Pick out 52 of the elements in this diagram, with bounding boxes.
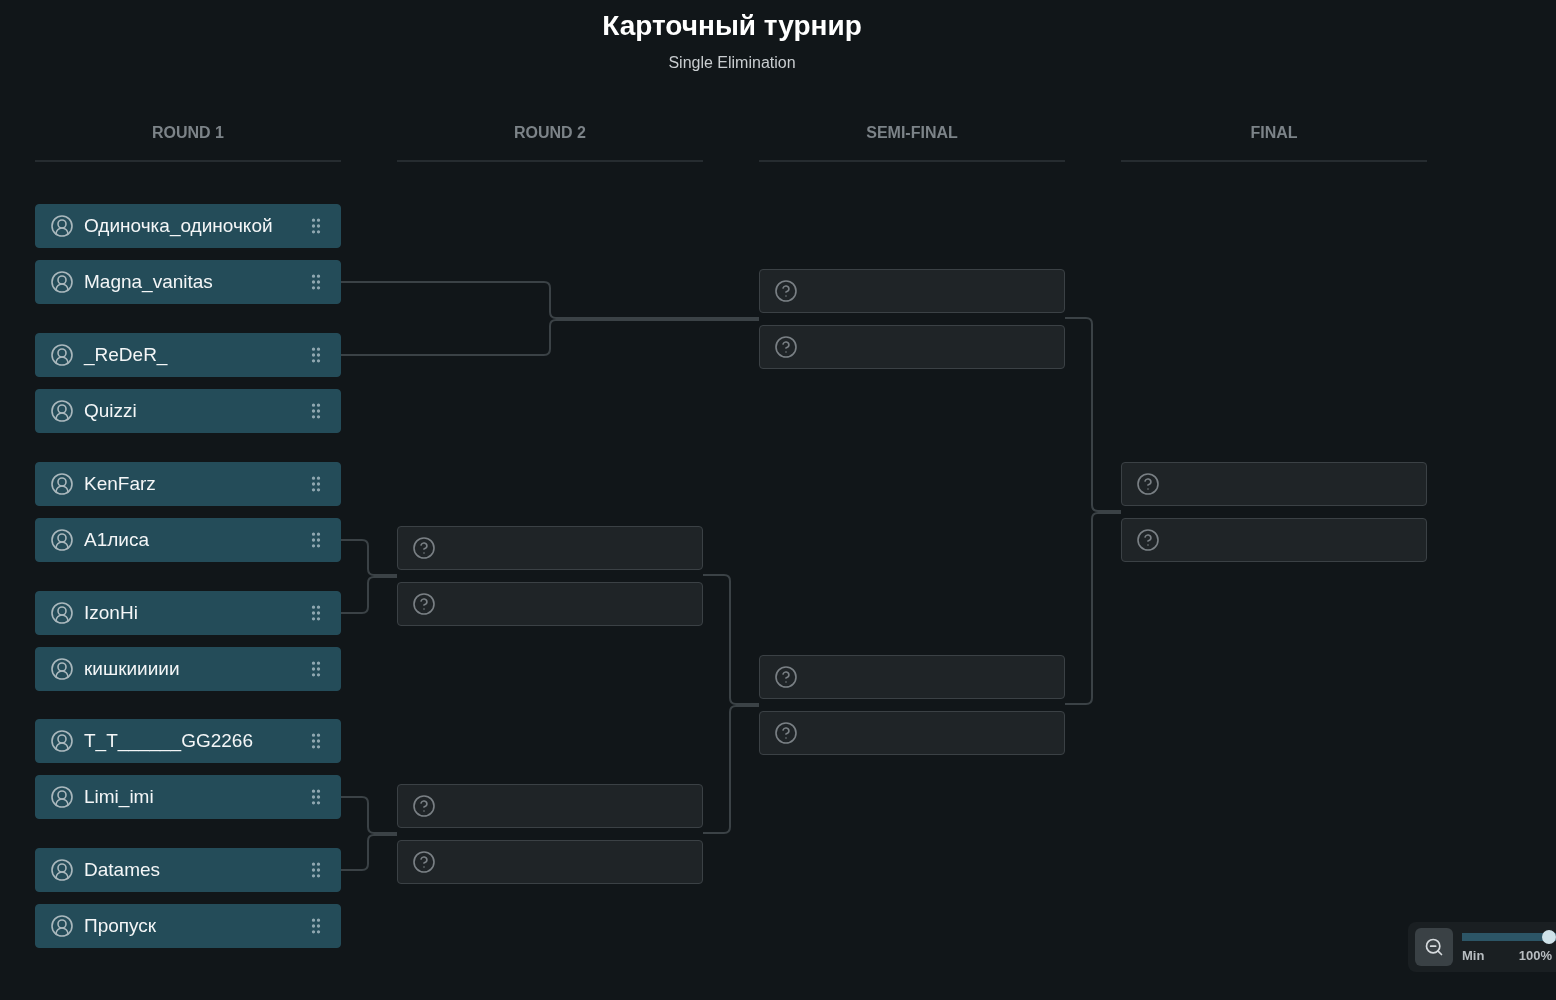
bracket-line — [340, 576, 398, 614]
bracket-line — [1064, 512, 1122, 705]
player-name: Quizzi — [84, 400, 138, 422]
empty-slot — [1121, 518, 1427, 562]
player-slot — [35, 591, 341, 635]
empty-slot — [759, 269, 1065, 313]
player-name: A1лиса — [84, 529, 150, 551]
column-header: ROUND 2 — [513, 124, 587, 142]
player-slot — [35, 719, 341, 763]
empty-slot — [759, 325, 1065, 369]
empty-slot — [397, 582, 703, 626]
empty-slot — [759, 655, 1065, 699]
empty-slot — [759, 711, 1065, 755]
player-slot — [35, 462, 341, 506]
player-name: _ReDeR_ — [84, 344, 169, 366]
player-name: Пропуск — [84, 915, 158, 937]
bracket-line — [340, 796, 398, 834]
column-header: ROUND 1 — [151, 124, 225, 142]
bracket-line — [340, 281, 760, 319]
player-slot — [35, 389, 341, 433]
player-name: T_T______GG2266 — [84, 730, 254, 752]
player-slot — [35, 848, 341, 892]
slider-min-label: Min — [1462, 948, 1485, 963]
empty-slot — [397, 784, 703, 828]
player-slot — [35, 518, 341, 562]
player-name: KenFarz — [84, 473, 157, 495]
bracket-line — [702, 574, 760, 705]
player-slot — [35, 333, 341, 377]
player-slot — [35, 775, 341, 819]
column-header: FINAL — [1249, 124, 1299, 142]
player-slot — [35, 904, 341, 948]
bracket-line — [1064, 317, 1122, 512]
empty-slot — [397, 840, 703, 884]
player-name: IzonHi — [84, 602, 139, 624]
bracket-line — [340, 319, 760, 356]
empty-slot — [397, 526, 703, 570]
bracket-line — [340, 539, 398, 576]
player-name: Magna_vanitas — [84, 271, 214, 293]
subtitle: Single Elimination — [667, 54, 797, 72]
column-header: SEMI-FINAL — [865, 124, 959, 142]
empty-slot — [1121, 462, 1427, 506]
bracket-line — [702, 705, 760, 834]
player-name: Limi_imi — [84, 786, 155, 808]
bracket-line — [340, 834, 398, 871]
player-slot — [35, 260, 341, 304]
player-name: Datames — [84, 859, 162, 881]
player-slot — [35, 204, 341, 248]
player-name: Одиночка_одиночкой — [84, 215, 274, 237]
title: Карточный турнир — [601, 10, 863, 42]
slider-value-label: 100% — [1518, 948, 1552, 963]
player-name: кишкиииии — [84, 658, 181, 680]
player-slot — [35, 647, 341, 691]
